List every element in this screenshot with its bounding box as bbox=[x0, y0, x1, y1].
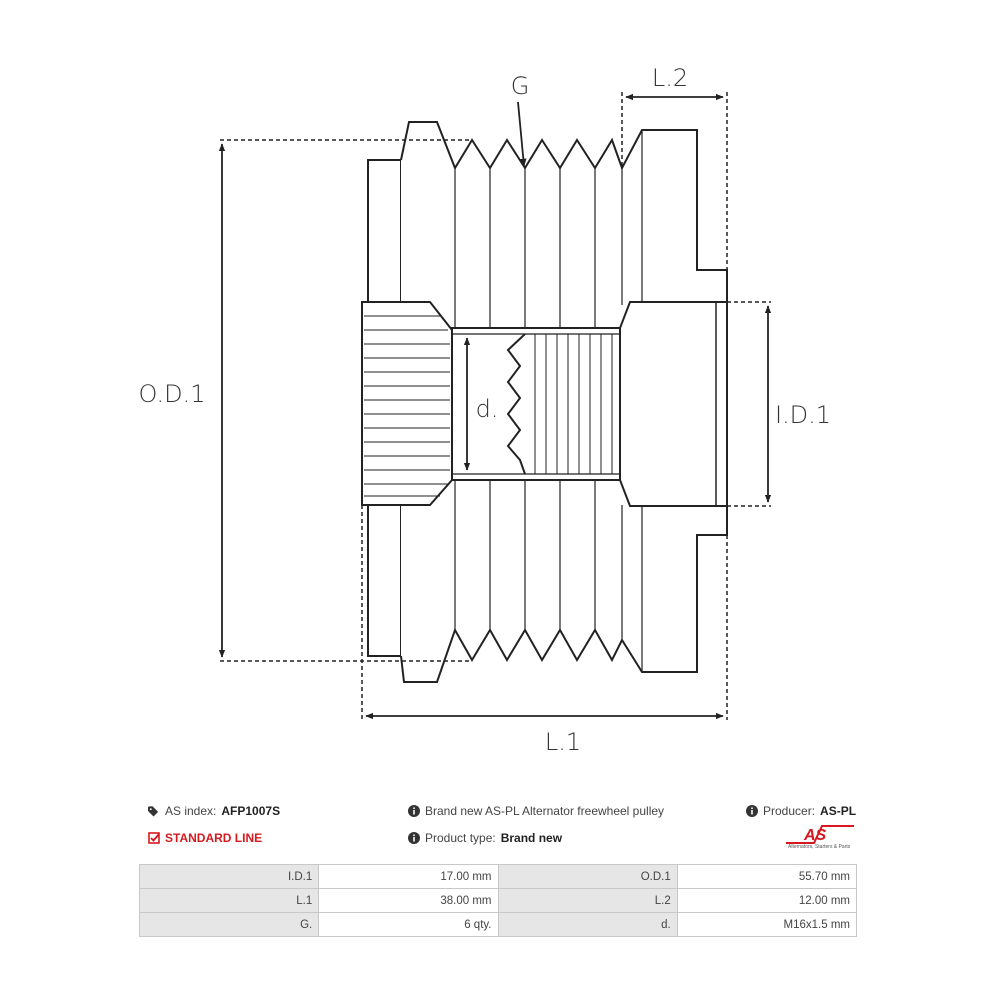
checkbox-icon bbox=[148, 832, 160, 844]
spline-hub bbox=[361, 301, 453, 506]
as-index-value: AFP1007S bbox=[221, 804, 281, 818]
table-row: I.D.1 17.00 mm O.D.1 55.70 mm bbox=[138, 864, 858, 889]
spec-label: d. bbox=[497, 912, 678, 937]
thread-lines bbox=[534, 334, 613, 474]
groove-lines bbox=[454, 130, 643, 672]
spec-value: M16x1.5 mm bbox=[676, 912, 858, 937]
table-row: L.1 38.00 mm L.2 12.00 mm bbox=[138, 888, 858, 913]
g-leader bbox=[517, 101, 527, 167]
as-index-label: AS index: bbox=[165, 804, 217, 818]
spec-value: 12.00 mm bbox=[676, 888, 858, 913]
producer: Producer: AS-PL bbox=[746, 804, 856, 818]
product-type-value: Brand new bbox=[500, 831, 563, 845]
info-icon bbox=[746, 805, 758, 817]
bore-band bbox=[451, 327, 621, 481]
spline-lines bbox=[364, 315, 450, 497]
spec-label: G. bbox=[138, 912, 320, 937]
spec-value: 17.00 mm bbox=[318, 864, 499, 889]
as-pl-logo-mark: AS bbox=[786, 825, 854, 844]
producer-label: Producer: bbox=[763, 804, 816, 818]
spec-label: I.D.1 bbox=[138, 864, 320, 889]
info-icon bbox=[408, 832, 420, 844]
product-description: Brand new AS-PL Alternator freewheel pul… bbox=[408, 804, 664, 818]
standard-line-label: STANDARD LINE bbox=[165, 831, 263, 845]
label-l1: L.1 bbox=[545, 728, 581, 756]
spec-label: O.D.1 bbox=[497, 864, 678, 889]
spec-label: L.1 bbox=[138, 888, 320, 913]
tag-icon bbox=[148, 805, 160, 817]
thread-profile bbox=[506, 333, 526, 475]
label-od1: O.D.1 bbox=[139, 380, 206, 408]
spec-value: 38.00 mm bbox=[318, 888, 499, 913]
spec-value: 6 qty. bbox=[318, 912, 499, 937]
standard-line-badge: STANDARD LINE bbox=[148, 831, 262, 845]
as-index: AS index: AFP1007S bbox=[148, 804, 280, 818]
spec-label: L.2 bbox=[497, 888, 678, 913]
label-d: d. bbox=[476, 395, 499, 423]
product-type: Product type: Brand new bbox=[408, 831, 562, 845]
description-text: Brand new AS-PL Alternator freewheel pul… bbox=[425, 804, 665, 818]
pulley-technical-drawing: G L.2 O.D.1 I.D.1 d. L.1 bbox=[139, 64, 832, 756]
table-row: G. 6 qty. d. M16x1.5 mm bbox=[138, 912, 858, 937]
producer-value: AS-PL bbox=[820, 804, 857, 818]
right-cap bbox=[619, 301, 728, 507]
logo-text: AS bbox=[803, 827, 827, 844]
as-pl-logo: AS Alternators, Starters & Parts bbox=[784, 824, 860, 854]
logo-caption: Alternators, Starters & Parts bbox=[788, 844, 851, 850]
info-icon bbox=[408, 805, 420, 817]
label-l2: L.2 bbox=[652, 64, 688, 92]
spec-value: 55.70 mm bbox=[676, 864, 858, 889]
product-type-label: Product type: bbox=[425, 831, 496, 845]
specifications-table: I.D.1 17.00 mm O.D.1 55.70 mm L.1 38.00 … bbox=[138, 864, 858, 937]
label-g: G bbox=[511, 72, 530, 100]
label-id1: I.D.1 bbox=[775, 401, 831, 429]
